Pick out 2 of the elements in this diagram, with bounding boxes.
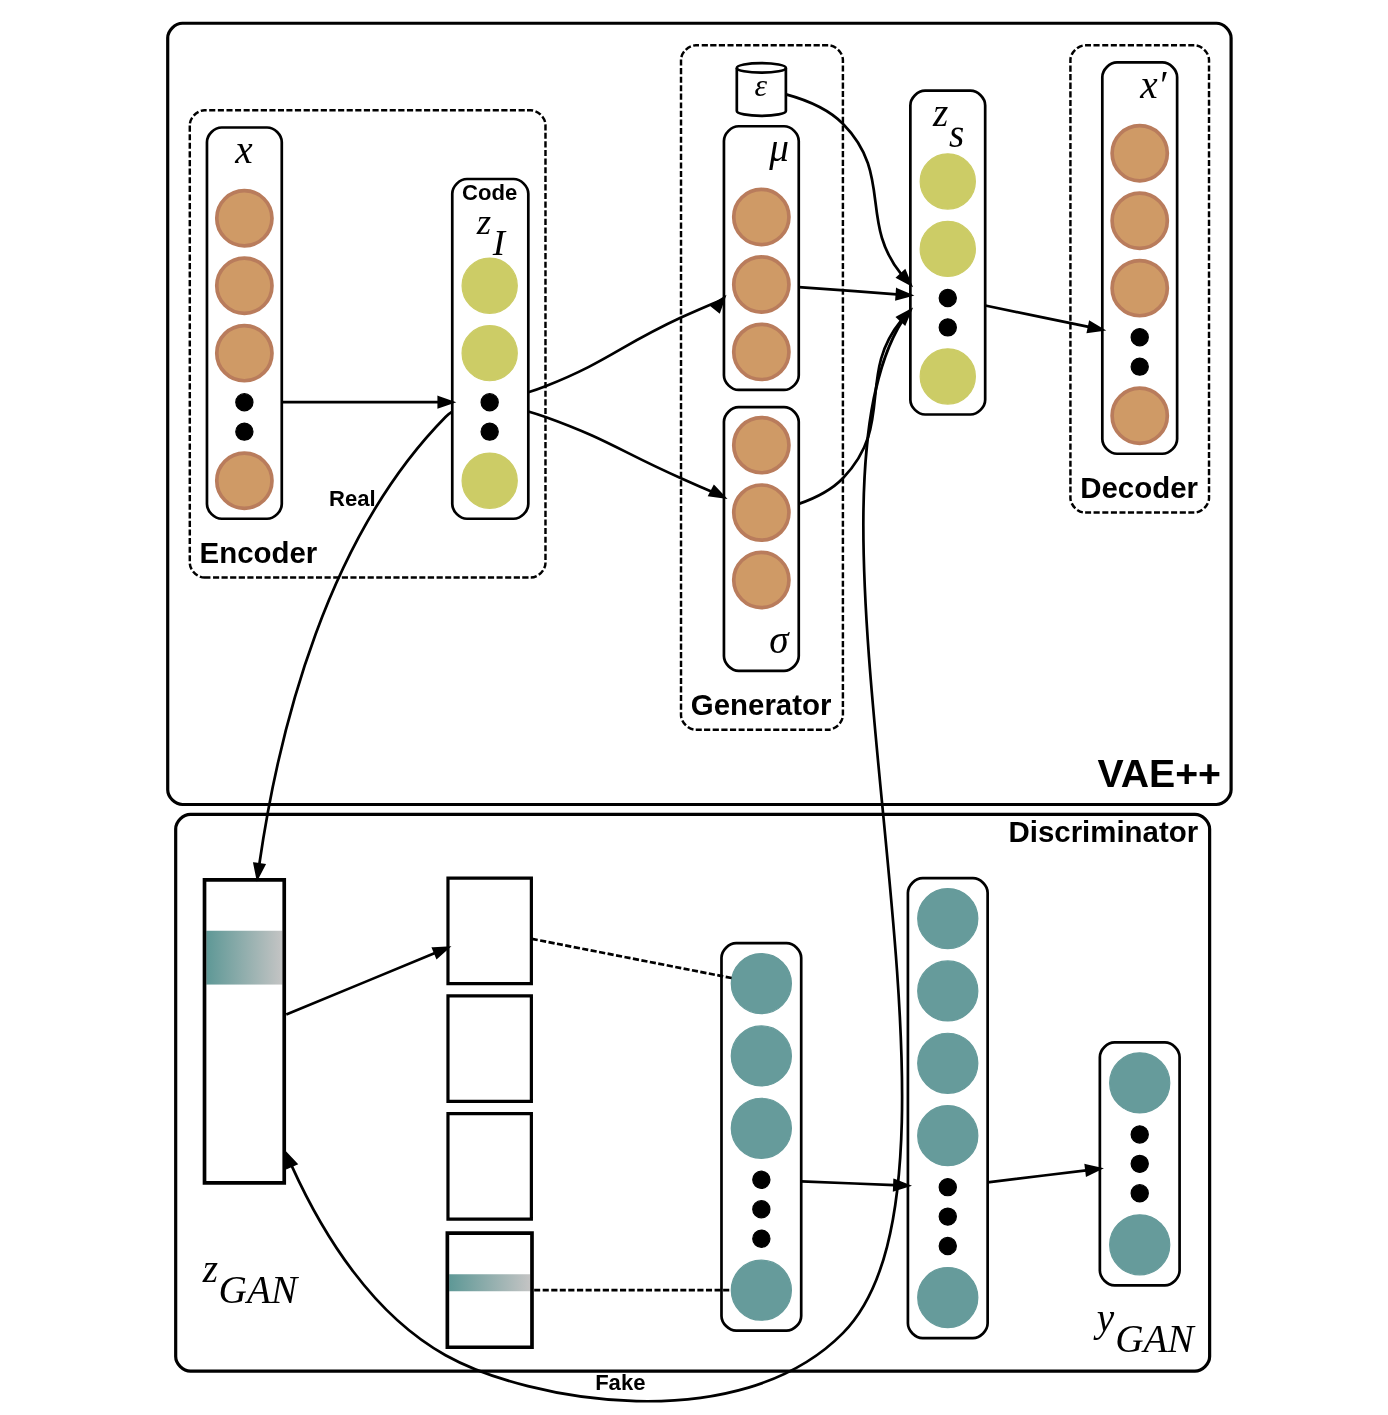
edge-label: Fake xyxy=(594,1370,645,1396)
edge-label: Real xyxy=(328,485,376,511)
